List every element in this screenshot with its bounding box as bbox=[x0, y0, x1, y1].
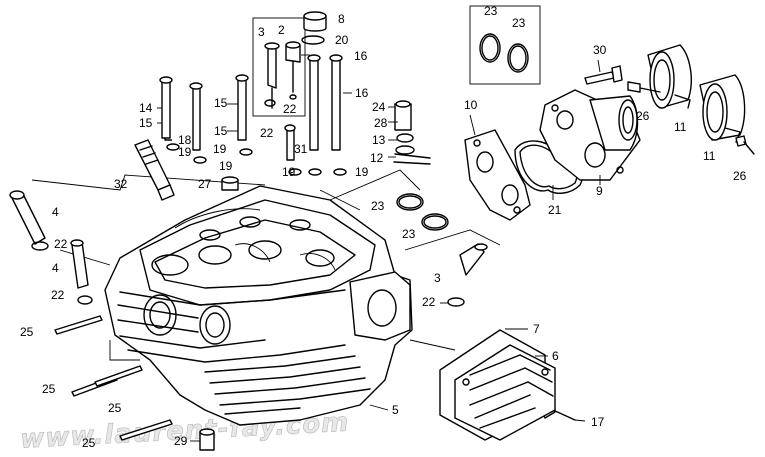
callout-leaders bbox=[157, 54, 601, 422]
part-label: 6 bbox=[552, 349, 559, 363]
part-label: 7 bbox=[533, 322, 540, 336]
part-label: 18 bbox=[178, 133, 192, 147]
part-label: 23 bbox=[402, 227, 416, 241]
part-label: 28 bbox=[374, 116, 388, 130]
part-label: 25 bbox=[42, 382, 56, 396]
o-rings bbox=[396, 5, 541, 231]
part-label: 13 bbox=[372, 133, 386, 147]
part-label: 22 bbox=[283, 102, 297, 116]
part-label: 25 bbox=[82, 436, 96, 450]
part-label: 22 bbox=[51, 288, 65, 302]
part-label: 23 bbox=[512, 16, 526, 30]
part-label: 11 bbox=[674, 120, 687, 134]
rubber-boots bbox=[647, 44, 746, 143]
cap-and-ring bbox=[301, 11, 327, 45]
part-label: 30 bbox=[593, 43, 607, 57]
part-label: 29 bbox=[174, 434, 188, 448]
spark-plug bbox=[134, 139, 175, 201]
part-label: 21 bbox=[548, 203, 562, 217]
part-number-labels: 23 23 8 2 3 20 16 30 16 14 15 15 22 24 1… bbox=[20, 4, 747, 450]
intake-gasket bbox=[464, 129, 531, 221]
oil-pipes bbox=[9, 190, 488, 307]
part-label: 9 bbox=[596, 184, 603, 198]
part-label: 16 bbox=[354, 49, 368, 63]
part-label: 27 bbox=[198, 177, 212, 191]
part-label: 23 bbox=[371, 199, 385, 213]
part-label: 22 bbox=[422, 295, 436, 309]
part-label: 3 bbox=[258, 25, 265, 39]
part-label: 26 bbox=[733, 169, 747, 183]
part-label: 19 bbox=[355, 165, 369, 179]
part-label: 17 bbox=[591, 415, 605, 429]
part-label: 25 bbox=[20, 325, 34, 339]
part-label: 8 bbox=[338, 12, 345, 26]
studs bbox=[159, 54, 431, 191]
part-label: 32 bbox=[114, 177, 128, 191]
cylinder-head bbox=[104, 185, 413, 451]
intake-manifold bbox=[539, 89, 641, 181]
part-label: 11 bbox=[703, 149, 716, 163]
part-label: 26 bbox=[636, 109, 650, 123]
part-label: 15 bbox=[139, 116, 153, 130]
part-label: 19 bbox=[219, 159, 233, 173]
part-label: 5 bbox=[392, 403, 399, 417]
valve-cover bbox=[439, 329, 556, 441]
part-label: 10 bbox=[464, 98, 478, 112]
part-label: 19 bbox=[178, 145, 192, 159]
part-label: 4 bbox=[52, 261, 59, 275]
part-label: 2 bbox=[278, 23, 285, 37]
part-label: 16 bbox=[355, 86, 369, 100]
leader-guides bbox=[31, 169, 501, 361]
valve-group-box bbox=[252, 17, 306, 117]
part-label: 20 bbox=[335, 33, 349, 47]
dowel-pins bbox=[54, 315, 173, 441]
part-label: 14 bbox=[139, 101, 153, 115]
part-label: 22 bbox=[54, 237, 68, 251]
part-label: 3 bbox=[434, 271, 441, 285]
part-label: 19 bbox=[282, 165, 296, 179]
part-label: 19 bbox=[213, 142, 227, 156]
part-label: 24 bbox=[372, 100, 386, 114]
part-label: 23 bbox=[484, 4, 498, 18]
part-label: 31 bbox=[294, 142, 308, 156]
part-label: 15 bbox=[214, 96, 228, 110]
part-label: 25 bbox=[108, 401, 122, 415]
part-label: 22 bbox=[260, 126, 274, 140]
part-label: 15 bbox=[214, 124, 228, 138]
part-label: 12 bbox=[370, 151, 384, 165]
part-label: 4 bbox=[52, 205, 59, 219]
